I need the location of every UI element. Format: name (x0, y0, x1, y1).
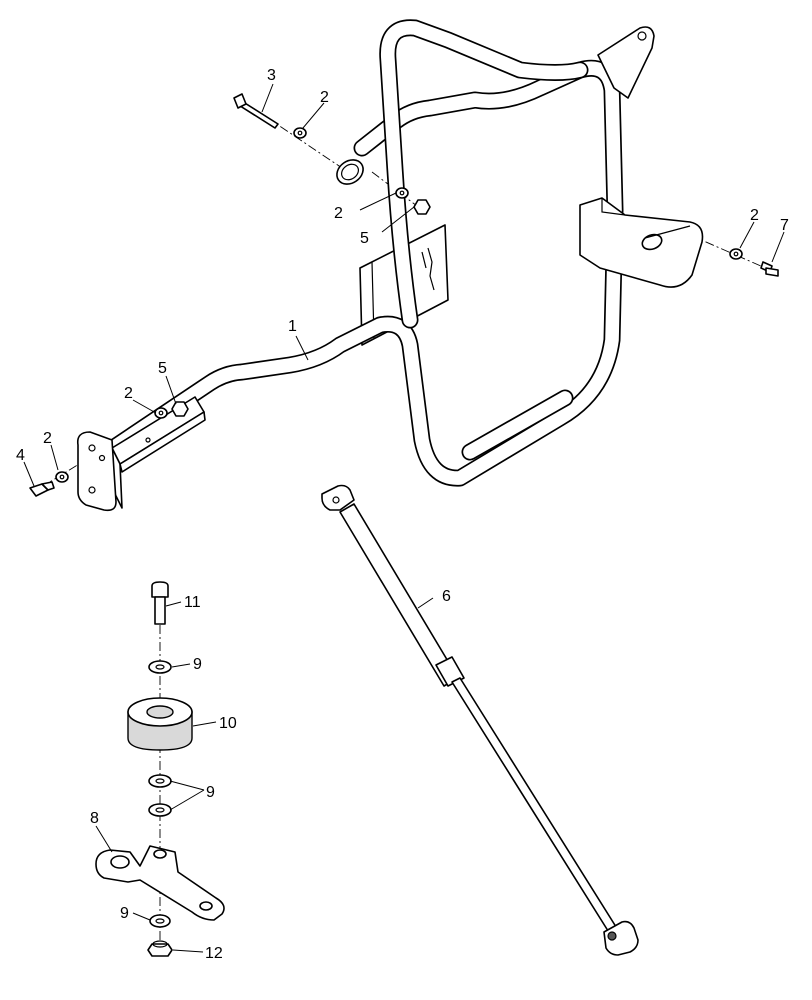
callout-9: 9 (120, 905, 129, 922)
callout-9: 9 (206, 784, 215, 801)
callout-2: 2 (320, 89, 329, 106)
callout-3: 3 (267, 67, 276, 84)
callout-2: 2 (750, 207, 759, 224)
callout-5: 5 (158, 360, 167, 377)
bolt-11 (151, 581, 169, 625)
bolt-4 (29, 481, 55, 497)
gas-strut-6 (321, 484, 639, 956)
callout-2: 2 (43, 430, 52, 447)
callout-12: 12 (205, 945, 223, 962)
callout-5: 5 (360, 230, 369, 247)
callout-7: 7 (780, 217, 789, 234)
callout-6: 6 (442, 588, 451, 605)
bolt-7 (760, 261, 779, 277)
bracket-8 (95, 845, 225, 921)
callout-9: 9 (193, 656, 202, 673)
callout-labels: 1 2 2 2 2 2 3 4 5 5 6 7 8 9 9 9 10 11 12 (16, 67, 789, 962)
callout-4: 4 (16, 447, 25, 464)
callout-10: 10 (219, 715, 237, 732)
washers-2 (55, 127, 743, 483)
bolt-3 (233, 93, 279, 129)
callout-2: 2 (124, 385, 133, 402)
rubber-mount-10 (127, 697, 193, 751)
callout-2: 2 (334, 205, 343, 222)
callout-1: 1 (288, 318, 297, 335)
nut-12 (147, 940, 173, 957)
callout-11: 11 (184, 594, 201, 611)
callout-8: 8 (90, 810, 99, 827)
leader-lines (23, 83, 785, 953)
